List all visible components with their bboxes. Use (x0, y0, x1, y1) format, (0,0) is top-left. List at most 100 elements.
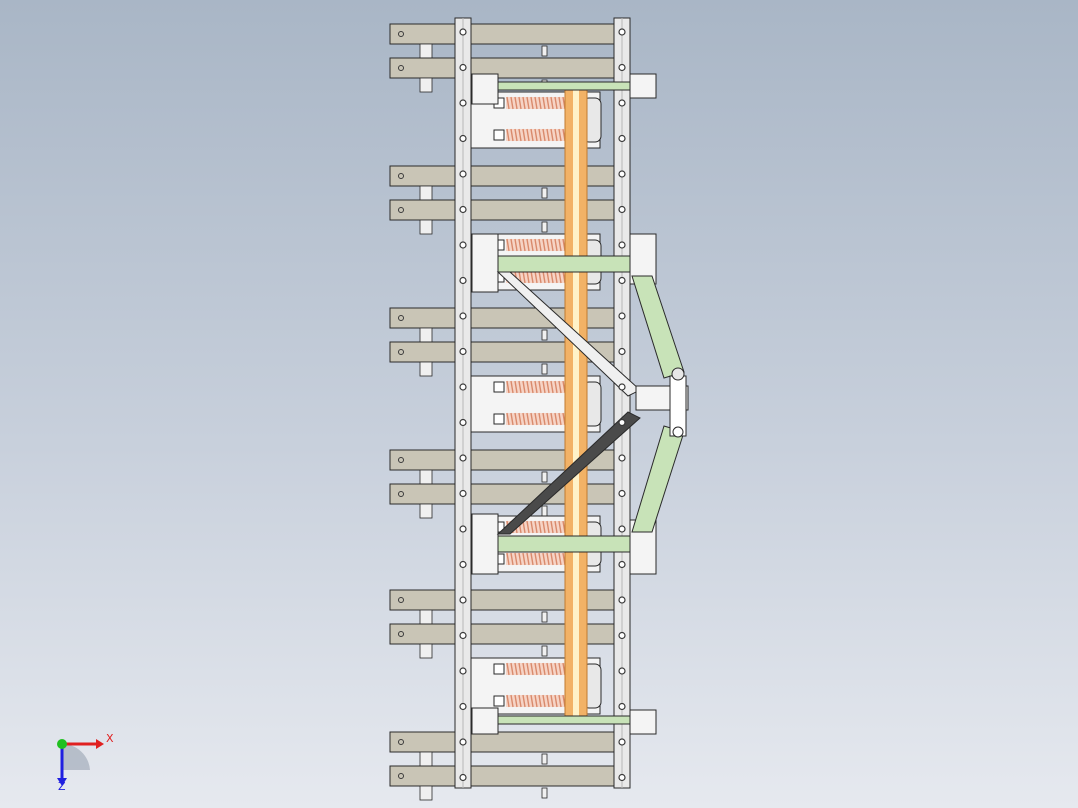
bottom-link-block (471, 707, 499, 735)
spring-coil (546, 694, 550, 708)
frame-layer (454, 17, 631, 789)
spring-coil (534, 238, 538, 252)
spring-coil (538, 96, 542, 110)
spring-coil (522, 96, 526, 110)
spring-coil (522, 128, 526, 142)
spring-coil (550, 128, 554, 142)
x-axis-arrowhead (96, 739, 104, 749)
spring-coil (534, 662, 538, 676)
spring-coil (530, 270, 534, 284)
lower-arm (631, 425, 685, 533)
left-rail-bolt (459, 170, 467, 178)
right-rail-bolt (618, 418, 626, 427)
spring-coil (550, 380, 554, 394)
plate-hole (398, 739, 404, 745)
plate-spacer (419, 785, 433, 801)
bracket-layer (471, 73, 689, 735)
spring-coil (506, 96, 510, 110)
spring-coil (534, 270, 538, 284)
left-rail-bolt (459, 560, 467, 569)
plate-hole (398, 65, 404, 71)
spring (493, 412, 566, 426)
plate-pin (541, 753, 548, 765)
y-axis-dot (57, 739, 67, 749)
spring-coil (554, 552, 558, 566)
plate-spacer (419, 643, 433, 659)
plate-hole (398, 31, 404, 37)
spring-coil (526, 96, 530, 110)
spring-coil (518, 662, 522, 676)
spring-coil (518, 128, 522, 142)
spring (493, 694, 566, 708)
triad-shadow (62, 743, 90, 770)
spring-coil (554, 270, 558, 284)
spring-coil (510, 380, 514, 394)
spring-coil (558, 380, 562, 394)
spring-coil (554, 96, 558, 110)
spring-coil (558, 128, 562, 142)
plate-hole (398, 773, 404, 779)
spring-coil (530, 694, 534, 708)
spring-coil (542, 552, 546, 566)
right-rail-bolt (618, 99, 626, 107)
plate (389, 731, 616, 753)
spring-nut (493, 129, 505, 141)
left-rail-bolt (459, 205, 467, 214)
right-rail-bolt (618, 631, 626, 640)
spring-coil (538, 552, 542, 566)
spring-coil (510, 662, 514, 676)
spring-coil (558, 238, 562, 252)
left-rail-bolt (459, 418, 467, 427)
right-rail-bolt (618, 773, 626, 782)
left-rail-bolt (459, 454, 467, 462)
spring-coil (558, 412, 562, 426)
upper-cross-link (471, 255, 657, 273)
spring-coil (518, 238, 522, 252)
plate-hole (398, 491, 404, 497)
spring-coil (510, 128, 514, 142)
plate-spacer (419, 751, 433, 767)
right-rail-bolt (618, 702, 626, 711)
left-rail-bolt (459, 596, 467, 604)
spring-coil (558, 694, 562, 708)
plate-spacer (419, 77, 433, 93)
spring-coil (558, 96, 562, 110)
spring-coil (538, 270, 542, 284)
spring-coil (522, 270, 526, 284)
spring-coil (506, 694, 510, 708)
spring-coil (514, 96, 518, 110)
spring-coil (550, 238, 554, 252)
spring-coil (514, 412, 518, 426)
left-rail-bolt (459, 702, 467, 711)
plate-spacer (419, 43, 433, 59)
right-rail-bolt (618, 28, 626, 36)
left-rail-bolt (459, 312, 467, 320)
spring-coil (538, 128, 542, 142)
right-rail-bolt (618, 170, 626, 178)
plates-layer (389, 23, 616, 801)
spring-coil (542, 238, 546, 252)
plate-hole (398, 173, 404, 179)
spring-coil (546, 552, 550, 566)
right-rail-bolt (618, 738, 626, 746)
plate-spacer (419, 503, 433, 519)
spring-coil (546, 412, 550, 426)
upper-arm (631, 275, 685, 379)
left-rail-bolt (459, 738, 467, 746)
spring-coil (510, 238, 514, 252)
left-rail-bolt (459, 667, 467, 675)
left-rail-bolt (459, 525, 467, 533)
lower-cross-link (471, 535, 657, 553)
top-link (471, 81, 655, 91)
plate-hole (398, 631, 404, 637)
spring-coil (522, 662, 526, 676)
right-rail-bolt (618, 596, 626, 604)
plate-pin (541, 221, 548, 233)
right-rail-bolt (618, 560, 626, 569)
plate-pin (541, 363, 548, 375)
plate-hole (398, 597, 404, 603)
spring-coil (546, 96, 550, 110)
spring-coil (534, 552, 538, 566)
